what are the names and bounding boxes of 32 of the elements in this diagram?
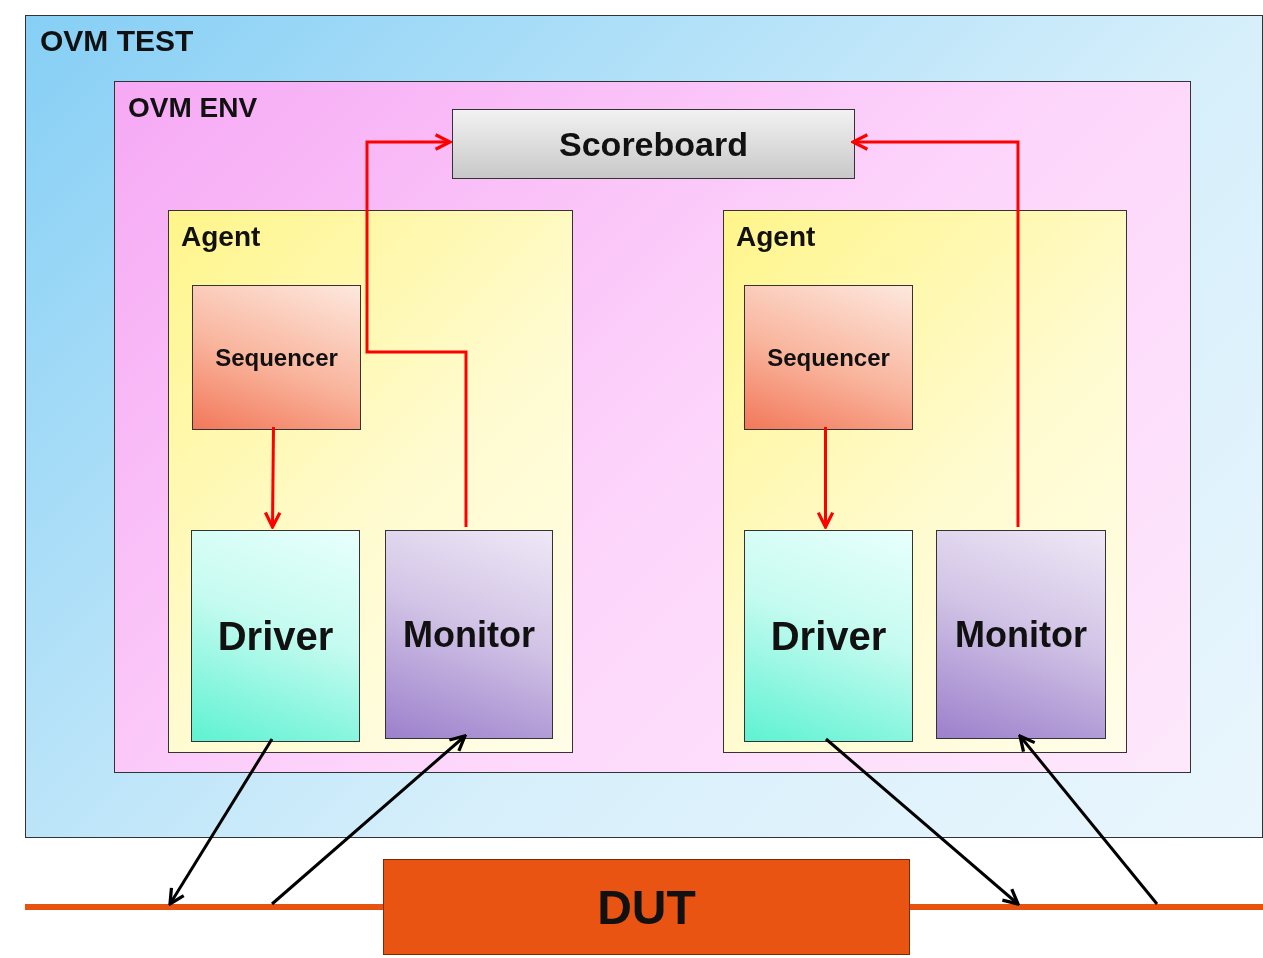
label: Driver [770,613,887,659]
dut-box [383,859,910,955]
driver-box [191,530,360,742]
arrow [816,427,835,529]
arrow [168,738,274,906]
test-container [25,15,1263,838]
monitor-box [936,530,1106,739]
monitor-box [385,530,553,739]
arrow [825,737,1020,906]
label: Sequencer [767,343,890,372]
arrow [365,133,468,527]
arrow [263,427,282,529]
label: Sequencer [215,343,338,372]
label: Driver [217,613,334,659]
label: Monitor [955,613,1087,656]
driver-box [744,530,913,742]
agent-container [723,210,1127,753]
label: Monitor [403,613,535,656]
label: Agent [181,221,261,253]
label: Agent [736,221,816,253]
label: OVM ENV [128,92,258,124]
arrow [1018,734,1159,905]
arrow [271,734,467,906]
sequencer-box [744,285,913,430]
label: OVM TEST [40,24,194,58]
arrow [851,133,1020,527]
scoreboard-box [452,109,855,179]
sequencer-box [192,285,361,430]
agent-container [168,210,573,753]
label: Scoreboard [559,124,748,164]
environment-container [114,81,1191,773]
label: DUT [597,879,696,935]
